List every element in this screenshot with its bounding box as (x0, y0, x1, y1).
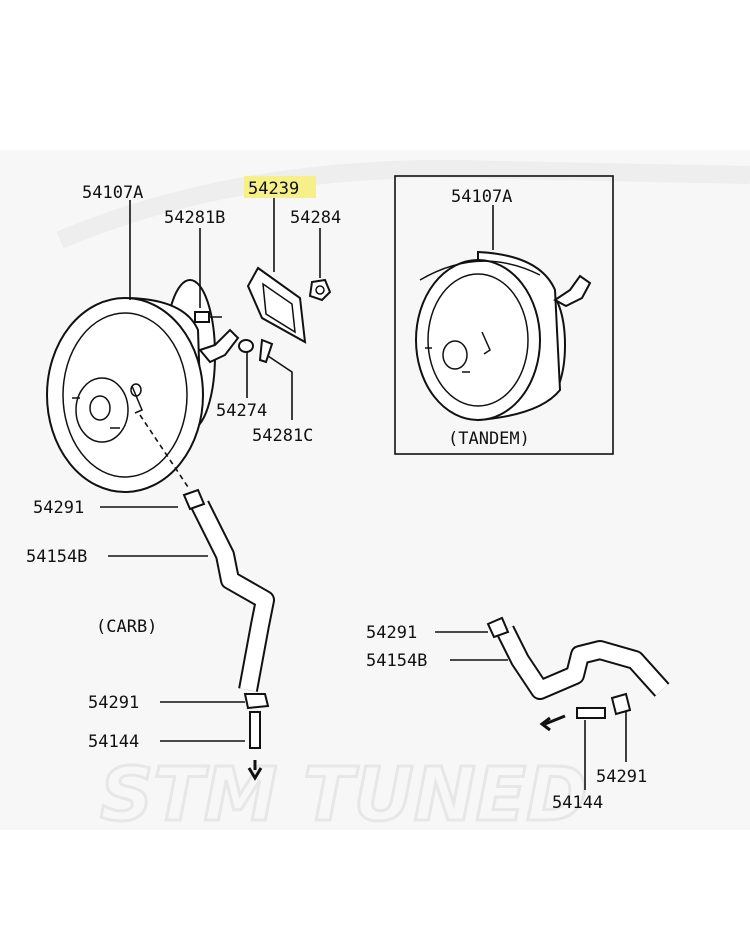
nut-54284 (308, 278, 332, 302)
washer-54274 (238, 339, 254, 353)
label-54154b-left: 54154B (26, 547, 87, 567)
watermark-text: STM TUNED (100, 752, 588, 838)
label-54281c: 54281C (252, 426, 313, 446)
vacuum-hose-left (182, 488, 275, 781)
right-leaders (435, 631, 627, 790)
highlight-box (244, 176, 316, 198)
brake-booster-main (46, 279, 240, 493)
tandem-box (394, 175, 614, 455)
label-54291-lower-right: 54291 (596, 767, 647, 787)
label-54291-upper-right: 54291 (366, 623, 417, 643)
label-tandem: (TANDEM) (448, 429, 530, 449)
pin-54281c (258, 338, 274, 364)
label-54107a-main: 54107A (82, 183, 143, 203)
label-54281b: 54281B (164, 208, 225, 228)
label-54291-upper-left: 54291 (33, 498, 84, 518)
label-carb: (CARB) (96, 617, 157, 637)
bolt-54281b (194, 311, 222, 323)
label-54274: 54274 (216, 401, 267, 421)
label-54239: 54239 (248, 179, 299, 199)
label-54154b-right: 54154B (366, 651, 427, 671)
vacuum-hose-right (486, 616, 670, 732)
left-leaders (100, 198, 321, 742)
label-54107a-tandem: 54107A (451, 187, 512, 207)
gasket-54239 (246, 266, 307, 344)
label-54284: 54284 (290, 208, 341, 228)
brake-booster-tandem (415, 250, 592, 422)
label-54291-lower-left: 54291 (88, 693, 139, 713)
label-54144-left: 54144 (88, 732, 139, 752)
label-54144-right: 54144 (552, 793, 603, 813)
